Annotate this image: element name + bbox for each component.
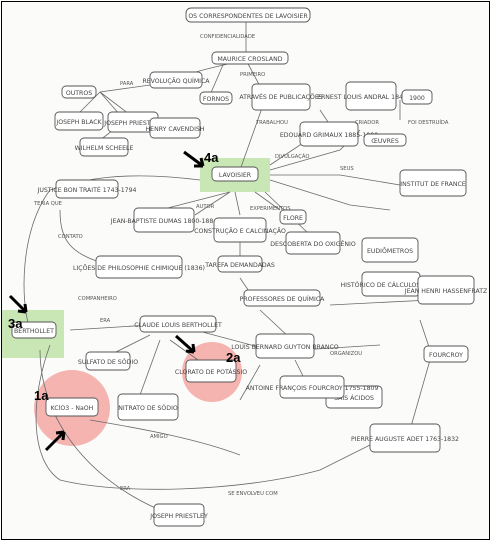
- link-label-10: AUTOR: [196, 204, 215, 210]
- node-box-1900: [401, 89, 433, 105]
- link-label-14: ORGANIZOU: [330, 351, 362, 357]
- node-box-flore: [279, 209, 307, 225]
- node-box-institut: [399, 169, 467, 197]
- node-nitrato: NITRATO DE SÓDIO: [118, 403, 178, 412]
- node-box-clorato: [185, 359, 237, 383]
- mark-4a: 4a: [204, 150, 219, 165]
- title-box: [185, 7, 311, 23]
- node-box-licoes: [95, 255, 183, 279]
- node-box-fourcroy: [423, 345, 469, 363]
- node-berthollet: BERTHOLLET: [14, 328, 54, 335]
- node-louis-bernard: LOUIS BERNARD GUYTON BRANCO: [231, 344, 339, 351]
- node-tarefa: TAREFA DEMANDADAS: [204, 262, 275, 269]
- node-oeuvres: ŒUVRES: [371, 138, 399, 145]
- node-frase: ATRAVÉS DE PUBLICAÇÕES: [239, 92, 322, 101]
- node-box-grimaux: [299, 121, 359, 147]
- link-label-17: AMIGO: [150, 434, 168, 440]
- node-outros: OUTROS: [66, 90, 92, 97]
- node-revolucao: REVOLUÇÃO QUÍMICA: [142, 76, 210, 85]
- node-box-kclo3: [45, 397, 99, 417]
- node-box-revolucao: [149, 71, 203, 89]
- node-justice: JUSTICE BON TRAITÉ 1743-1794: [37, 185, 137, 194]
- node-institut: INSTITUT DE FRANCE: [400, 181, 465, 188]
- node-box-justice: [55, 179, 119, 199]
- link-label-18: ERA: [100, 318, 111, 324]
- node-box-fornos: [199, 91, 233, 105]
- node-box-trajeto: [213, 217, 267, 243]
- link-label-8: SEUS: [340, 166, 354, 172]
- node-box-jean-baptiste: [133, 207, 195, 233]
- node-sulfato: SULFATO DE SÓDIO: [78, 357, 138, 366]
- node-sais: SAIS ÁCIDOS: [334, 393, 374, 402]
- node-box-professores: [243, 289, 321, 307]
- link-label-4: TRABALHOU: [255, 120, 288, 126]
- node-box-berthollet: [11, 321, 57, 339]
- node-joseph-black: JOSEPH BLACK: [55, 119, 102, 126]
- link-label-3: PRIMEIRO: [240, 72, 265, 78]
- node-trajeto: CONSTRUÇÃO E CALCINAÇÃO: [194, 226, 286, 235]
- node-box-lavoisier: [211, 166, 259, 182]
- node-claude: CLAUDE LOUIS BERTHOLLET: [134, 322, 222, 329]
- node-box-frase: [251, 83, 311, 111]
- link-label-1: CONFIDENCIALIDADE: [200, 34, 255, 40]
- node-historico: HISTÓRICO DE CÁLCULOS DE AR: [341, 280, 443, 289]
- node-fornos: FORNOS: [203, 96, 229, 103]
- node-box-antoine: [279, 375, 345, 399]
- page-title: OS CORRESPONDENTES DE LAVOISIER: [188, 13, 308, 20]
- node-lavoisier: LAVOISIER: [219, 172, 252, 179]
- link-label-15: SE ENVOLVEU COM: [228, 491, 278, 497]
- node-box-mauricio: [211, 51, 289, 65]
- link-label-2: PARA: [120, 81, 134, 87]
- node-box-descoberta: [285, 231, 341, 255]
- node-box-cavendish: [149, 117, 201, 139]
- node-box-priestley-bottom: [153, 503, 205, 527]
- link-label-5: DIVULGAÇÃO: [275, 153, 309, 160]
- node-jean-baptiste: JEAN-BAPTISTE DUMAS 1800-1884: [110, 218, 218, 225]
- node-wilhelm: WILHELM SCHEELE: [75, 145, 134, 152]
- link-label-12: CONTATO: [58, 234, 83, 240]
- node-box-eudiometros: [361, 237, 419, 263]
- node-clorato: CLORATO DE POTÁSSIO: [175, 367, 247, 376]
- node-box-joseph-black: [54, 111, 104, 131]
- node-grimaux: EDOUARD GRIMAUX 1885-1900: [280, 132, 378, 139]
- node-priestley-bottom: JOSEPH PRIESTLEY: [149, 513, 208, 520]
- node-antoine: ANTOINE FRANÇOIS FOURCROY 1755-1809: [246, 385, 379, 392]
- node-box-outros: [61, 85, 97, 99]
- node-box-wilhelm: [79, 137, 129, 157]
- node-pierre: PIERRE AUGUSTE ADET 1763-1832: [351, 436, 459, 443]
- link-label-6: CRIADOR: [355, 120, 379, 126]
- node-eudiometros: EUDIÔMETROS: [367, 246, 413, 255]
- arrows: [8, 150, 205, 452]
- link-label-9: EXPERIMENTOS: [250, 206, 291, 212]
- node-box-jean-henri: [417, 275, 475, 305]
- node-box-oeuvres: [363, 133, 407, 147]
- node-descoberta: DESCOBERTA DO OXIGÊNIO: [270, 239, 356, 248]
- link-label-7: FOI DESTRUÍDA: [408, 119, 449, 126]
- mark-3a: 3a: [8, 316, 23, 331]
- node-box-pierre: [369, 423, 441, 453]
- node-kclo3: KClO3 - NaOH: [51, 405, 94, 412]
- link-label-16: ERA: [120, 486, 131, 492]
- mark-2a: 2a: [226, 350, 241, 365]
- node-cavendish: HENRY CAVENDISH: [146, 126, 205, 133]
- node-box-tarefa: [217, 255, 263, 273]
- node-box-louis-bernard: [255, 333, 315, 359]
- link-label-13: COMPANHEIRO: [78, 296, 117, 302]
- node-jean-henri: JEAN HENRI HASSENFRATZ: [404, 288, 488, 295]
- mark-1a: 1a: [34, 388, 49, 403]
- node-professores: PROFESSORES DE QUÍMICA: [240, 294, 326, 303]
- node-ernest: ERNEST LOUIS ANDRAL 1841-1905: [317, 94, 425, 101]
- node-1900: 1900: [409, 95, 425, 102]
- node-licoes: LIÇÕES DE PHILOSOPHIE CHIMIQUE (1836): [73, 263, 205, 272]
- node-box-sulfato: [85, 351, 131, 371]
- node-priestley: JOSEPH PRIESTLEY: [103, 120, 162, 127]
- node-mauricio: MAURICE CROSLAND: [217, 56, 282, 63]
- node-box-nitrato: [117, 393, 179, 421]
- node-flore: FLORE: [283, 215, 303, 222]
- node-box-claude: [139, 315, 217, 333]
- node-fourcroy: FOURCROY: [429, 352, 463, 359]
- node-box-ernest: [345, 81, 397, 111]
- link-label-11: TERIA QUE: [33, 201, 62, 207]
